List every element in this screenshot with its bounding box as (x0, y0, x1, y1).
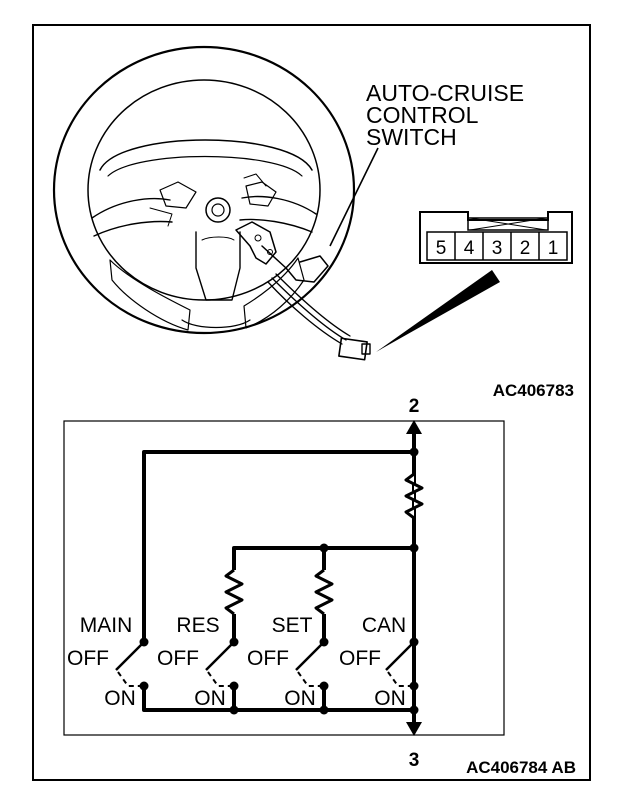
pin-label: 5 (436, 238, 447, 259)
pin-label: 2 (520, 238, 531, 259)
junction-dots (139, 447, 419, 715)
switch-off-label: OFF (67, 647, 109, 670)
pin-label: 3 (492, 238, 503, 259)
switch-on-label: ON (194, 687, 226, 710)
schematic-frame (63, 420, 505, 736)
connector-face: 5 4 3 2 1 (419, 211, 573, 264)
switch-on-label: ON (104, 687, 136, 710)
switch-labels: MAIN RES SET CAN OFF OFF OFF OFF ON ON O… (67, 614, 406, 710)
switch-name-main: MAIN (80, 614, 133, 637)
switch-blades (115, 641, 415, 671)
callout-line-2: CONTROL (366, 102, 479, 128)
connector-pointer (376, 270, 500, 352)
switch-dashed-paths (117, 671, 414, 687)
switch-off-label: OFF (339, 647, 381, 670)
outer-frame (32, 24, 591, 781)
figure-id-bottom: AC406784 AB (466, 758, 576, 777)
switch-off-label: OFF (157, 647, 199, 670)
terminal-2-label: 2 (409, 396, 420, 417)
callout-label: AUTO-CRUISE CONTROL SWITCH (366, 80, 524, 150)
pin-label: 4 (464, 238, 475, 259)
switch-name-res: RES (176, 614, 219, 637)
switch-name-set: SET (272, 614, 313, 637)
pin-label: 1 (548, 238, 559, 259)
terminal-2-arrow (406, 420, 422, 434)
schematic-wiring (142, 428, 424, 728)
callout-line-3: SWITCH (366, 124, 457, 150)
callout-line-1: AUTO-CRUISE (366, 80, 524, 106)
terminal-3-label: 3 (409, 750, 420, 771)
figure-id-top: AC406783 (493, 381, 574, 400)
steering-wheel-illustration (52, 45, 371, 361)
switch-name-can: CAN (362, 614, 406, 637)
switch-on-label: ON (374, 687, 406, 710)
callout-leader (329, 147, 379, 247)
switch-off-label: OFF (247, 647, 289, 670)
switch-on-label: ON (284, 687, 316, 710)
terminal-3-arrow (406, 722, 422, 736)
